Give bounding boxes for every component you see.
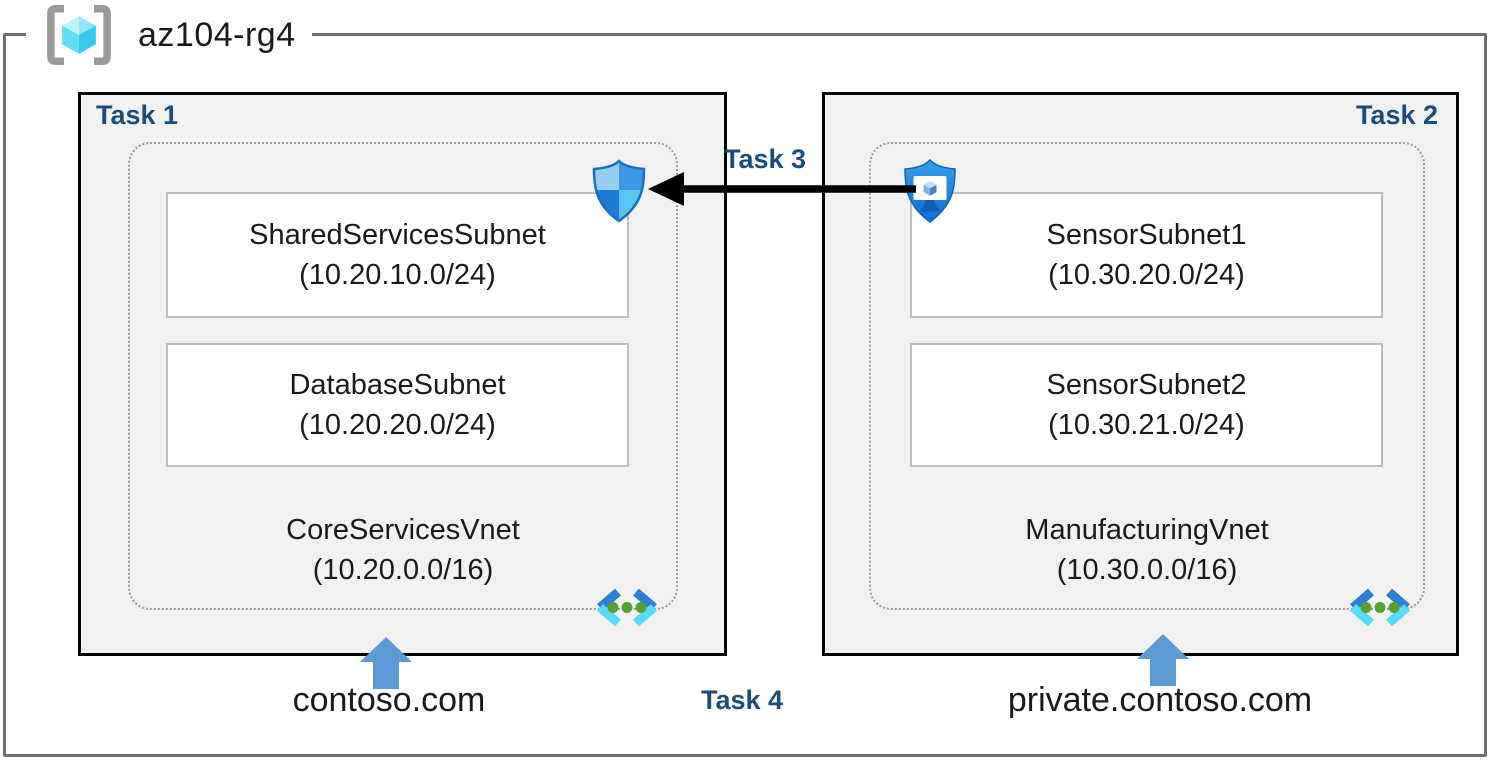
up-arrow-icon — [360, 637, 412, 689]
bastion-shield-monitor-icon — [904, 158, 956, 223]
manufacturing-vnet-caption: ManufacturingVnet (10.30.0.0/16) — [869, 510, 1425, 590]
subnet-cidr: (10.30.20.0/24) — [1048, 259, 1245, 291]
shared-services-subnet-box: SharedServicesSubnet (10.20.10.0/24) — [166, 192, 629, 318]
task3-label: Task 3 — [723, 144, 807, 174]
sensor-subnet2-box: SensorSubnet2 (10.30.21.0/24) — [910, 343, 1383, 467]
private-dns-zone-label: private.contoso.com — [1007, 681, 1313, 719]
up-arrow-icon — [1137, 634, 1189, 686]
subnet-cidr: (10.20.10.0/24) — [299, 259, 496, 291]
sensor-subnet1-box: SensorSubnet1 (10.30.20.0/24) — [910, 192, 1383, 318]
subnet-name: SensorSubnet1 — [1046, 219, 1247, 251]
vnet-cidr: (10.20.0.0/16) — [312, 554, 494, 586]
subnet-cidr: (10.30.21.0/24) — [1048, 409, 1245, 441]
vnet-name: ManufacturingVnet — [1025, 514, 1269, 546]
database-subnet-box: DatabaseSubnet (10.20.20.0/24) — [166, 343, 629, 467]
task1-label: Task 1 — [96, 100, 179, 130]
vnet-name: CoreServicesVnet — [286, 514, 520, 546]
task4-label: Task 4 — [700, 685, 784, 715]
manufacturing-vnet-boundary — [869, 142, 1425, 610]
subnet-name: SharedServicesSubnet — [249, 219, 546, 251]
resource-group-label: az104-rg4 — [26, 3, 312, 67]
virtual-network-icon — [597, 588, 657, 627]
task3-arrow — [648, 172, 916, 206]
resource-group-icon — [47, 5, 111, 65]
core-services-vnet-boundary — [128, 142, 678, 610]
resource-group-frame — [3, 33, 1487, 757]
core-services-vnet-caption: CoreServicesVnet (10.20.0.0/16) — [128, 510, 678, 590]
task1-box: Task 1 SharedServicesSubnet (10.20.10.0/… — [78, 92, 727, 656]
vnet-cidr: (10.30.0.0/16) — [1056, 554, 1238, 586]
task2-label: Task 2 — [1355, 100, 1438, 130]
virtual-network-icon — [1350, 588, 1410, 627]
resource-group-name: az104-rg4 — [138, 15, 296, 54]
defender-shield-icon — [592, 159, 646, 223]
subnet-name: SensorSubnet2 — [1046, 369, 1247, 401]
task2-box: Task 2 SensorSubnet1 (10.30.20.0/24) Sen… — [822, 92, 1459, 656]
subnet-cidr: (10.20.20.0/24) — [299, 409, 496, 441]
subnet-name: DatabaseSubnet — [289, 369, 506, 401]
